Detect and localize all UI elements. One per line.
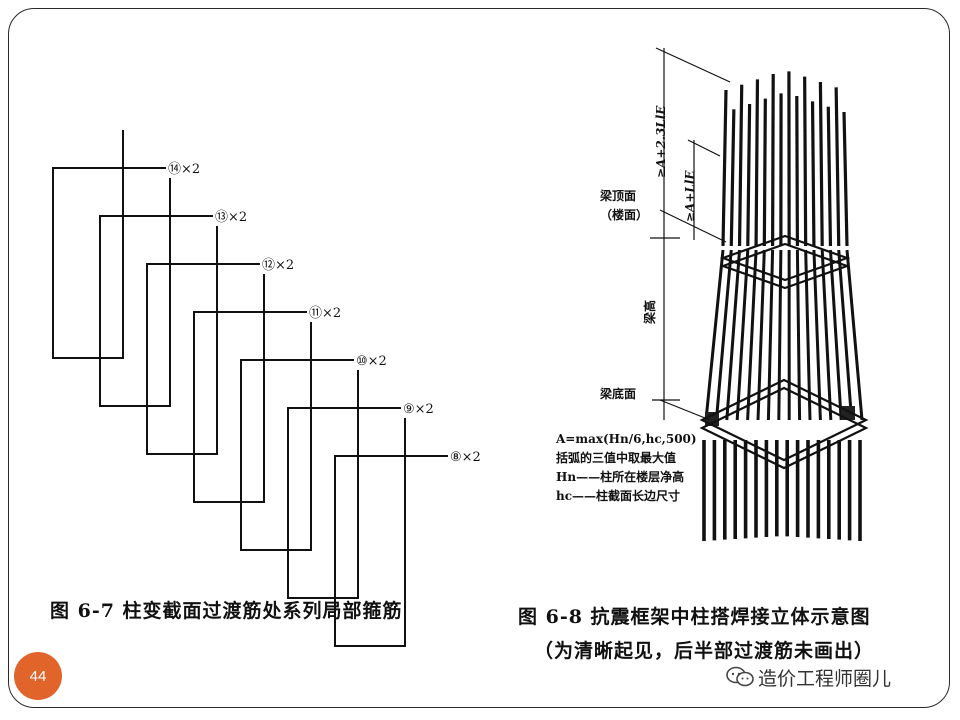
stirrup-label: ⑬×2 [215,210,247,225]
note-1: A=max(Hn/6,hc,500) [555,432,697,446]
right-figure-caption: 图 6-8 抗震框架中柱搭焊接立体示意图 [518,606,871,628]
stirrup-label: ⑩×2 [356,354,387,369]
dim-mid-label: ≥A+LlE [683,170,697,222]
beam-top-label: 梁顶面 [599,188,636,203]
stirrup-outline [240,322,354,551]
upper-rebar [826,106,833,247]
transition-rebar [714,249,733,421]
stirrup-label: ⑪×2 [309,306,341,321]
transition-rebar [756,249,766,421]
transition-rebar [828,249,843,421]
note-2: 括弧的三值中取最大值 [556,450,676,465]
transition-rebar [795,249,802,421]
stirrup-outline [193,274,307,503]
stirrup-outline [287,370,401,599]
stirrup-label: ⑭×2 [168,162,200,177]
upper-rebar [795,95,800,247]
transition-rebar [820,249,833,421]
transition-rebar [725,249,742,421]
upper-rebar [810,101,816,247]
stirrup-label: ⑨×2 [403,402,434,417]
transition-rebar [777,249,783,421]
stirrup-ring-double [719,242,851,290]
wechat-icon [726,666,754,687]
beam-bottom-label: 梁底面 [599,386,636,401]
upper-rebar [762,98,767,247]
upper-rebar [729,109,736,247]
note-3: Hn——柱所在楼层净高 [556,469,684,484]
dim-top-label: ≥A+2.3LlE [654,105,668,178]
stirrup-label: ⑧×2 [450,450,481,465]
stirrup-outline [99,178,213,407]
upper-rebar [770,73,775,247]
stirrup-ring-double [699,386,869,470]
stirrup-outline [146,226,260,455]
top-stirrup-ring [719,234,851,282]
transition-rebar [766,249,775,421]
transition-rebar [845,249,864,421]
transition-rebar [804,249,812,421]
transition-rebar [735,249,750,421]
watermark-text: 造价工程师圈儿 [758,668,892,690]
note-4: hc——柱截面长边尺寸 [556,488,680,503]
slide-frame [8,8,950,708]
upper-rebar [737,84,744,247]
upper-rebar [818,81,824,247]
dimension-lines [650,47,731,421]
right-figure-caption-note: （为清晰起见，后半部过渡筋未画出） [534,640,875,662]
left-figure-caption: 图 6-7 柱变截面过渡筋处系列局部箍筋 [50,600,403,622]
upper-rebar [803,76,808,247]
upper-rebar [834,87,841,247]
stirrup-outline [52,130,166,359]
page-number-badge: 44 [14,652,62,700]
transition-rebar [837,249,854,421]
upper-rebar [721,89,728,247]
page-number: 44 [29,667,47,685]
beam-height-label: 梁高 [642,300,657,325]
upper-rebar [746,103,752,247]
upper-rebar [754,79,760,247]
stirrup-label: ⑫×2 [262,258,294,273]
upper-rebar [842,111,849,247]
bottom-stirrup-ring [699,378,869,462]
transition-rebar [704,249,725,421]
beam-top-sub-label: （楼面） [600,207,648,222]
stirrup-outline [334,418,448,647]
